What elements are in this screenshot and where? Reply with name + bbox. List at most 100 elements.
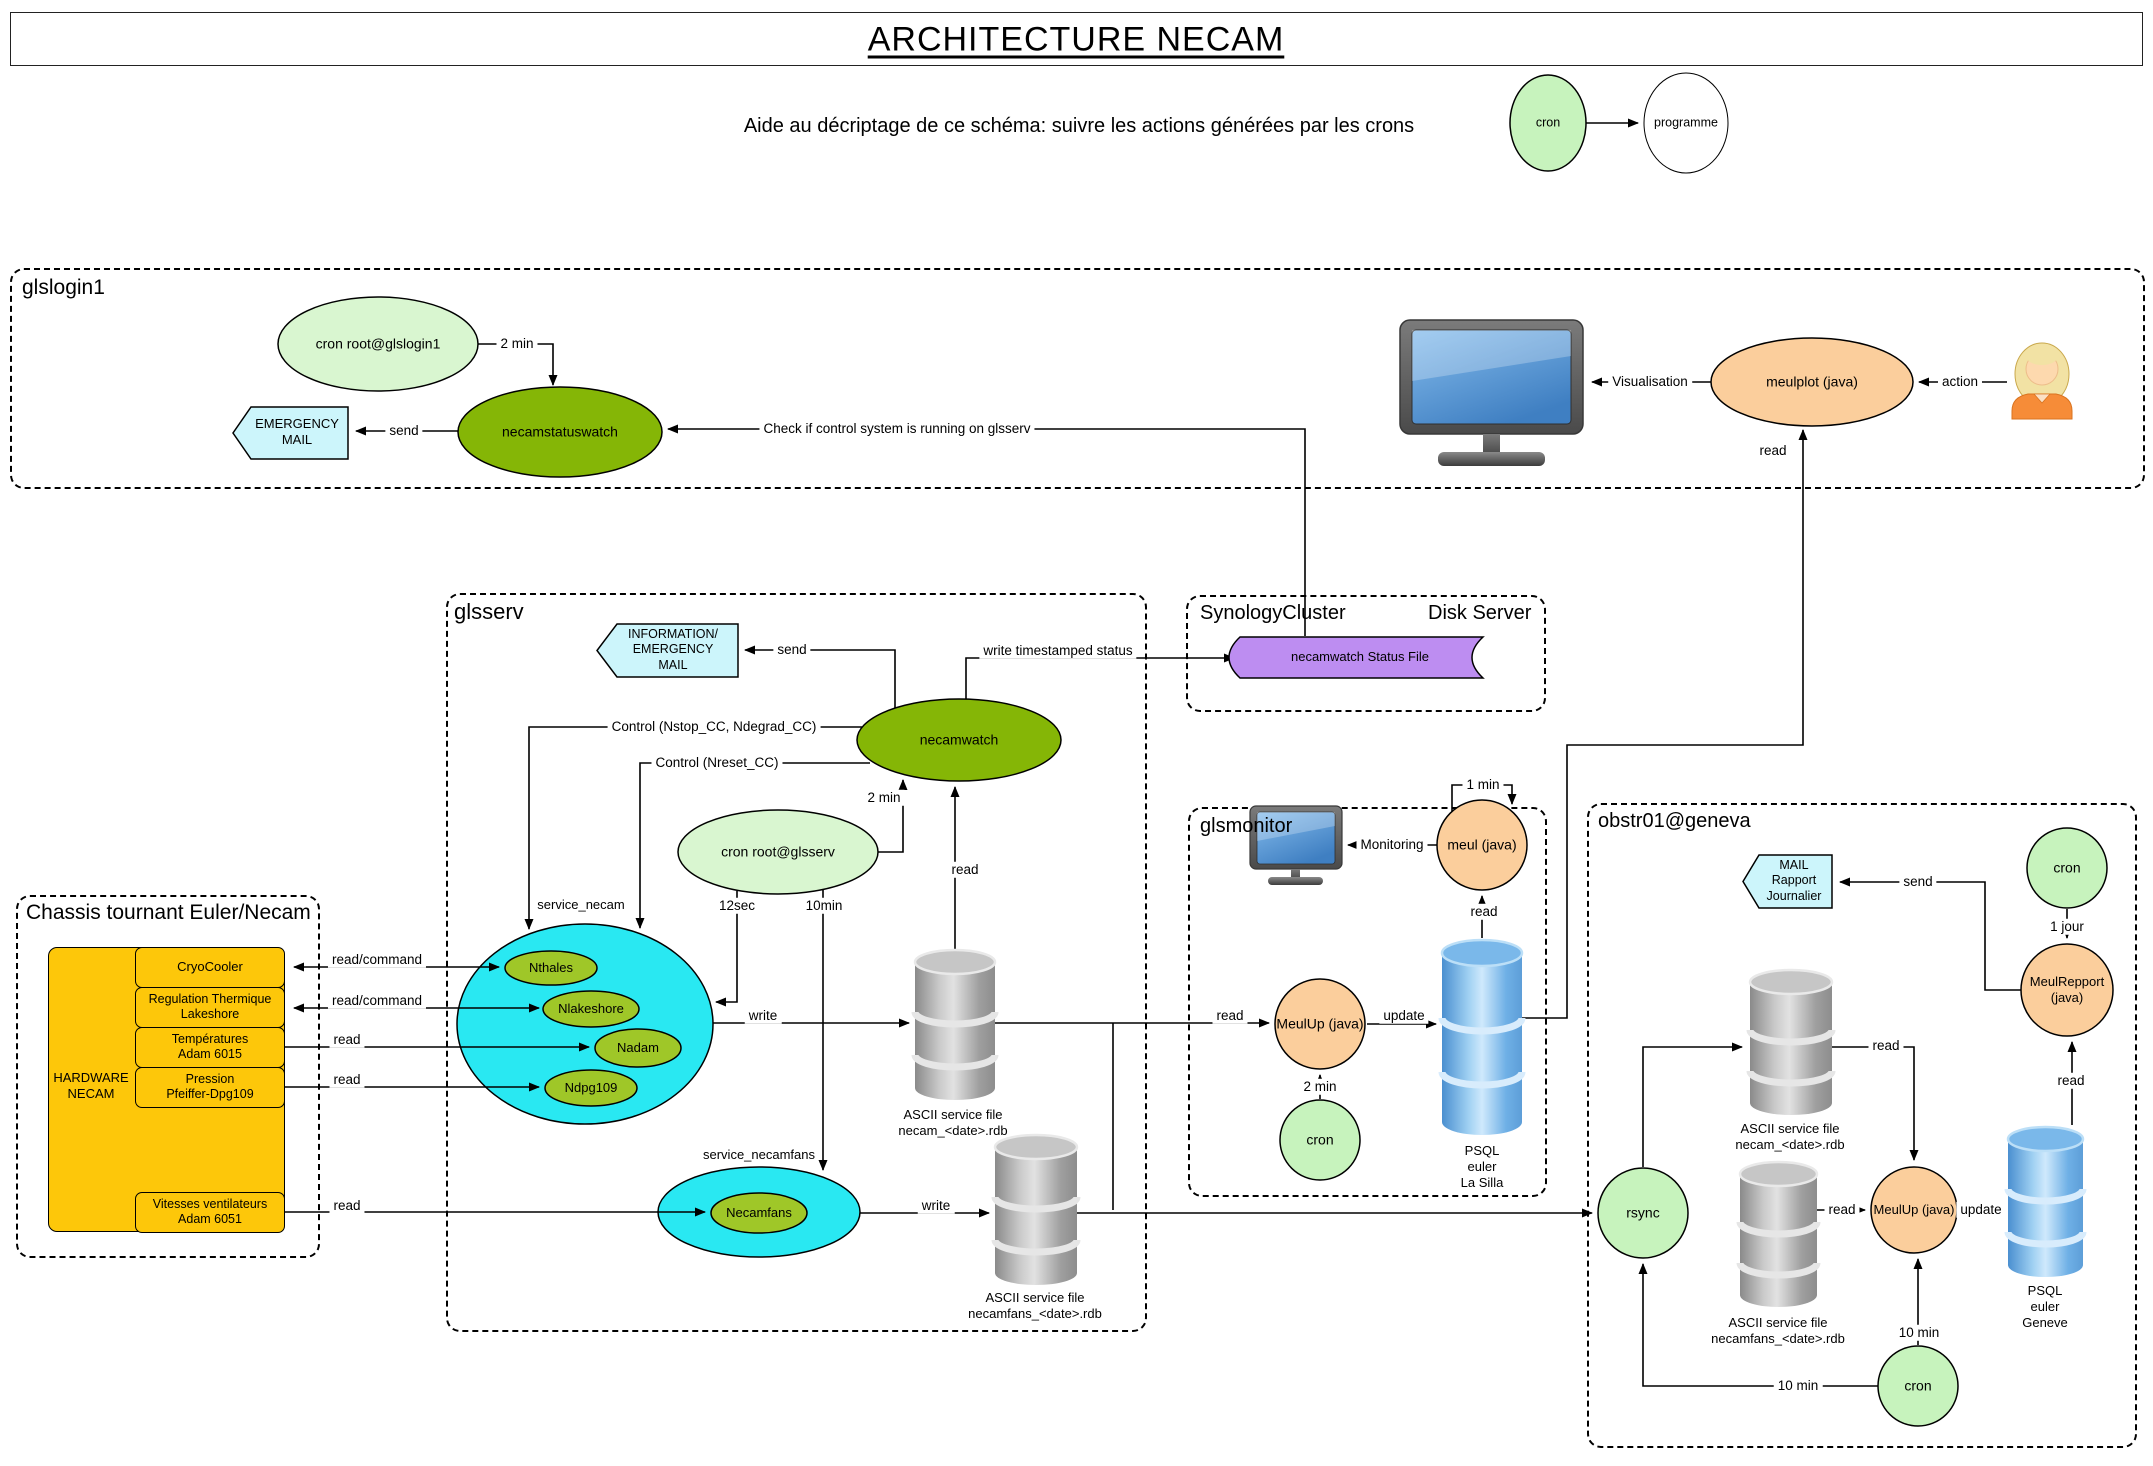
- temperatures-label: Températures Adam 6015: [171, 1031, 249, 1061]
- edge-label-control2: Control (Nreset_CC): [651, 754, 783, 772]
- db-necamfans-rdb: [991, 1133, 1081, 1285]
- edge-label-read-meul: read: [1466, 903, 1502, 921]
- glsserv-title: glsserv: [454, 599, 524, 624]
- file-necamfans-label: ASCII service file necamfans_<date>.rdb: [968, 1290, 1102, 1321]
- synology-box: [1186, 595, 1546, 712]
- nthales-label: Nthales: [528, 960, 574, 976]
- cron-geneva-bottom-label: cron: [1904, 1377, 1932, 1394]
- cylinders: [911, 938, 2087, 1307]
- meulup-lasilla-label: MeulUp (java): [1276, 1015, 1364, 1032]
- nlakeshore-ellipse: [542, 990, 640, 1028]
- edge-label-update-lasilla: update: [1379, 1007, 1429, 1025]
- service-necamfans-label: service_necamfans: [703, 1147, 815, 1163]
- edge-label-1jour: 1 jour: [2046, 918, 2088, 936]
- meulplot-ellipse: [1710, 337, 1914, 427]
- psql-geneve-label: PSQL euler Geneve: [2022, 1283, 2068, 1330]
- edge-meulplot-read: [1522, 429, 1808, 1019]
- necamfans-label: Necamfans: [726, 1205, 792, 1221]
- edge-label-write2: write: [917, 1197, 955, 1215]
- pression-label: Pression Pfeiffer-Dpg109: [166, 1071, 254, 1101]
- edge-read-necam-geneva: [1832, 1046, 1919, 1161]
- db-necam-rdb-geneva: [1746, 968, 1836, 1115]
- edge-label-write1: write: [744, 1007, 782, 1025]
- edge-label-read-psqlgeneve: read: [2053, 1072, 2089, 1090]
- edge-label-2min-glsserv: 2 min: [863, 789, 905, 807]
- edge-label-12sec: 12sec: [714, 897, 760, 915]
- edge-label-readcommand2: read/command: [327, 992, 427, 1010]
- edge-label-read-geneva1: read: [1868, 1037, 1904, 1055]
- edge-label-read-necamwatch: read: [947, 861, 983, 879]
- rsync-label: rsync: [1626, 1204, 1660, 1221]
- legend-text: Aide au décriptage de ce schéma: suivre …: [743, 114, 1415, 137]
- edge-label-update-geneve: update: [1956, 1201, 2006, 1219]
- edge-label-10min-rsync: 10 min: [1773, 1377, 1823, 1395]
- necamstatuswatch-label: necamstatuswatch: [502, 423, 618, 440]
- obstr01-box: [1587, 803, 2137, 1448]
- edge-label-action: action: [1937, 373, 1983, 391]
- meulplot-label: meulplot (java): [1766, 373, 1858, 390]
- edge-label-send-glsserv: send: [773, 641, 811, 659]
- nadam-label: Nadam: [617, 1040, 659, 1056]
- edge-necamwatch-send: [744, 645, 896, 709]
- edge-label-visualisation: Visualisation: [1608, 373, 1692, 391]
- edge-label-2min-login: 2 min: [496, 335, 538, 353]
- module-temperatures: [135, 1027, 285, 1068]
- db-necam-rdb: [911, 948, 999, 1100]
- information-mail-flag: [596, 623, 739, 678]
- edge-label-1min: 1 min: [1462, 776, 1504, 794]
- edge-write-timestamped: [965, 653, 1235, 700]
- module-cryocooler: [135, 947, 285, 988]
- chassis-box: [16, 895, 320, 1258]
- cron-glsserv-label: cron root@glsserv: [721, 843, 835, 860]
- legend-cron-ellipse: [1509, 74, 1587, 172]
- cron-glslogin1-label: cron root@glslogin1: [315, 335, 441, 352]
- obstr01-title: obstr01@geneva: [1598, 810, 1751, 832]
- edge-label-write-status: write timestamped status: [979, 642, 1137, 660]
- nthales-ellipse: [504, 950, 598, 986]
- db-psql-lasilla: [1438, 938, 1526, 1135]
- service-necam-label: service_necam: [537, 897, 625, 913]
- edge-label-10min: 10min: [801, 897, 847, 915]
- file-necam-label: ASCII service file necam_<date>.rdb: [898, 1107, 1008, 1138]
- cron-glslogin1-ellipse: [277, 296, 479, 392]
- cron-geneva-bottom-circle: [1877, 1345, 1959, 1427]
- db-psql-geneve: [2004, 1125, 2087, 1277]
- edge-12sec: [715, 891, 738, 1007]
- edge-label-read-pression: read: [329, 1071, 365, 1089]
- information-mail-label: INFORMATION/ EMERGENCY MAIL: [627, 627, 719, 672]
- module-pression: [135, 1067, 285, 1108]
- necamfans-ellipse: [710, 1192, 808, 1234]
- edge-control2: [635, 762, 870, 929]
- edge-label-2min-lasilla: 2 min: [1299, 1078, 1341, 1096]
- vitesses-label: Vitesses ventilateurs Adam 6051: [152, 1196, 268, 1226]
- rapport-mail-flag: [1742, 854, 1833, 909]
- status-file-label: necamwatch Status File: [1290, 649, 1430, 665]
- necamstatuswatch-ellipse: [457, 386, 663, 478]
- rsync-circle: [1597, 1167, 1689, 1259]
- cron-geneva-top-circle: [2026, 827, 2108, 909]
- emergency-mail-flag: [232, 406, 349, 460]
- synology-title: SynologyCluster: [1200, 602, 1346, 624]
- glsserv-box: [446, 593, 1147, 1332]
- monitor-icon-glsmonitor: [1249, 805, 1343, 885]
- meulup-lasilla-circle: [1274, 978, 1366, 1070]
- regulation-label: Regulation Thermique Lakeshore: [148, 991, 272, 1021]
- edge-label-read-vitesses: read: [329, 1197, 365, 1215]
- edge-label-send-geneva: send: [1899, 873, 1937, 891]
- edge-label-read-meulup: read: [1212, 1007, 1248, 1025]
- glslogin1-box: [10, 268, 2145, 489]
- edge-label-readcommand1: read/command: [327, 951, 427, 969]
- cron-lasilla-label: cron: [1306, 1131, 1334, 1148]
- nlakeshore-label: Nlakeshore: [558, 1001, 624, 1017]
- edge-label-send-login: send: [385, 422, 423, 440]
- meulrepport-label: MeulRepport (java): [2029, 974, 2105, 1005]
- legend-cron-label: cron: [1535, 115, 1561, 130]
- file-necamfans-geneva-label: ASCII service file necamfans_<date>.rdb: [1711, 1315, 1845, 1346]
- edge-label-read-temp: read: [329, 1031, 365, 1049]
- emergency-mail-label: EMERGENCY MAIL: [255, 416, 339, 447]
- edge-label-control1: Control (Nstop_CC, Ndegrad_CC): [607, 718, 821, 736]
- cron-geneva-top-label: cron: [2053, 859, 2081, 876]
- glsmonitor-box: [1188, 807, 1547, 1197]
